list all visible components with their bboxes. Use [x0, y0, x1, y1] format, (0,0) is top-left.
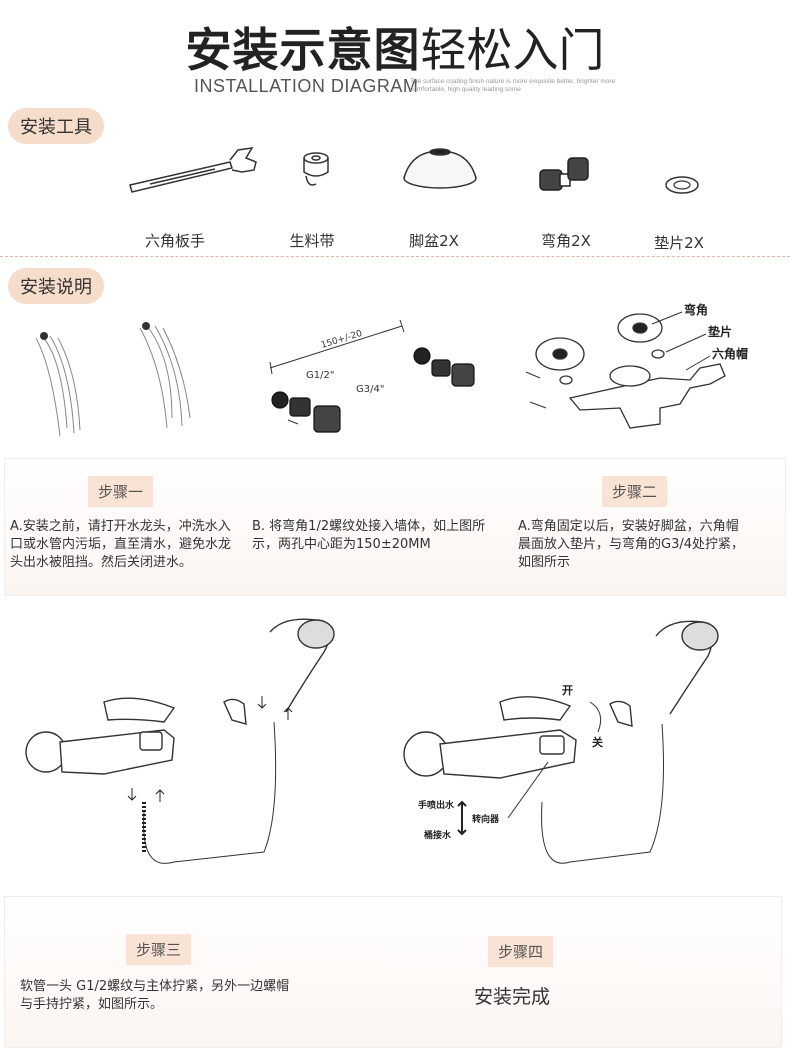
- tape-icon: [303, 152, 329, 186]
- open-label: 开: [562, 684, 573, 697]
- close-label: 关: [592, 735, 603, 749]
- step2-text: A.弯角固定以后，安装好脚盆，六角帽晨面放入垫片，与弯角的G3/4处拧紧，如图所…: [518, 519, 744, 570]
- handheld-label: 手喷出水: [418, 799, 455, 811]
- washer-icon: [665, 176, 699, 194]
- section-divider: [0, 256, 790, 257]
- step1-text-a: A.安装之前，请打开水龙头，冲洗水入口或水管内污垢，直至清水，避免水龙头出水被阻…: [10, 519, 232, 570]
- title-bold: 安装示意图: [185, 23, 421, 77]
- elbow-spacing-diagram: 150+/-20 G1/2" G3/4": [269, 320, 475, 433]
- g34-label: G3/4": [356, 384, 384, 395]
- diverter-label: 转向器: [472, 813, 500, 825]
- steps-3-4-box: [4, 896, 782, 1048]
- page-subtitle: INSTALLATION DIAGRAM: [194, 76, 419, 96]
- tool-label-elbow: 弯角2X: [541, 232, 591, 250]
- distance-label: 150+/-20: [320, 329, 364, 351]
- page-tagline: The surface coating finish nature is mor…: [410, 78, 616, 93]
- hexcap-callout: 六角帽: [712, 346, 748, 361]
- step1-tag: 步骤一: [88, 476, 154, 507]
- completed-assembly-diagram: 开 关 手喷出水 转向器 桶接水: [403, 620, 719, 864]
- step4-tag: 步骤四: [488, 936, 554, 967]
- title-light: 轻松入门: [420, 23, 605, 77]
- elbow-callout: 弯角: [684, 302, 708, 317]
- faucet-assembly-diagram: 弯角 垫片 六角帽: [525, 302, 748, 429]
- step2-tag: 步骤二: [602, 476, 668, 507]
- tool-label-wrench: 六角板手: [144, 232, 205, 250]
- washer-callout: 垫片: [708, 324, 732, 339]
- elbow-icon: [539, 157, 589, 191]
- tools-section-label: 安装工具: [8, 108, 104, 144]
- cover-plate-icon: [403, 148, 477, 189]
- page-title: 安装示意图轻松入门: [0, 14, 790, 80]
- tool-label-cover-plate: 脚盆2X: [409, 232, 459, 250]
- step3-text: 软管一头 G1/2螺纹与主体拧紧，另外一边螺帽与手持拧紧，如图所示。: [20, 979, 290, 1012]
- instructions-section-label: 安装说明: [8, 268, 104, 304]
- wrench-icon: [129, 147, 257, 193]
- step3-tag: 步骤三: [126, 934, 192, 965]
- bucket-label: 桶接水: [423, 829, 452, 841]
- step4-text: 安装完成: [474, 986, 551, 1008]
- hose-install-diagram: [25, 618, 335, 864]
- g12-label: G1/2": [306, 370, 334, 381]
- step1-text-b: B. 将弯角1/2螺纹处接入墙体，如上图所示，两孔中心距为150±20MM: [252, 519, 486, 552]
- tool-label-washer: 垫片2X: [654, 234, 704, 252]
- flush-diagram: [35, 322, 191, 437]
- tool-label-tape: 生料带: [289, 232, 335, 250]
